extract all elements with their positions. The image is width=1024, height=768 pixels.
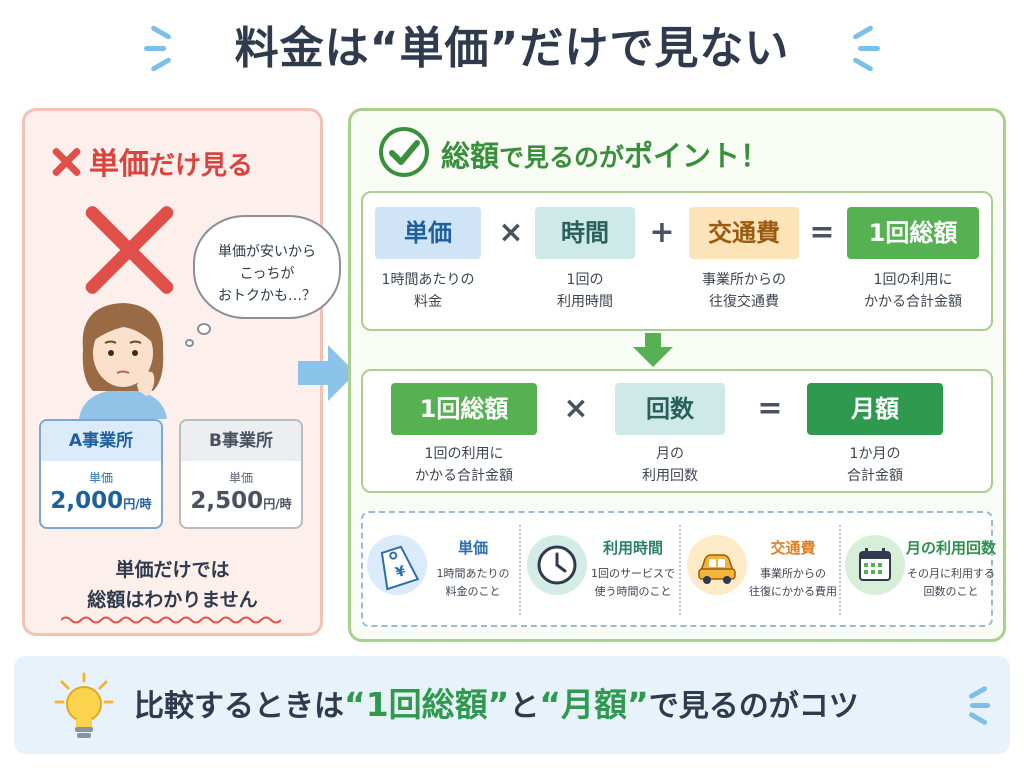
info-usage-time-desc: 1回のサービスで使う時間のこと xyxy=(591,567,675,598)
tip-banner: 比較するときは“1回総額”と“月額”で見るのがコツ xyxy=(14,656,1010,754)
monthly-desc: 1か月の合計金額 xyxy=(847,446,903,484)
monthly-formula: 1回総額 × 回数 = 月額 1回の利用にかかる合計金額 月の利用回数 1か月の… xyxy=(361,369,993,493)
info-unit-price-title: 単価 xyxy=(457,539,488,557)
info-monthly-count-title: 月の利用回数 xyxy=(905,539,996,557)
arrow-right-icon xyxy=(298,345,356,401)
info-monthly-count: 月の利用回数 その月に利用する回数のこと xyxy=(841,523,997,619)
bubble-line-2: こっちが xyxy=(239,266,295,282)
info-unit-price-desc: 1時間あたりの料金のこと xyxy=(436,567,510,598)
tip-text: 比較するときは“1回総額”と“月額”で見るのがコツ xyxy=(134,685,859,724)
facility-b-card: B事業所 単価 2,500円/時 xyxy=(179,419,303,529)
count-pill: 回数 xyxy=(615,383,725,435)
bubble-line-1: 単価が安いから xyxy=(218,244,316,260)
info-transport-title: 交通費 xyxy=(770,539,816,557)
arrow-down-icon xyxy=(633,333,673,367)
left-note-line-2: 総額はわかりません xyxy=(87,589,258,611)
left-note-line-1: 単価だけでは xyxy=(115,559,230,581)
info-usage-time-title: 利用時間 xyxy=(602,539,663,557)
facility-b-name: B事業所 xyxy=(181,421,301,461)
info-usage-time: 利用時間 1回のサービスで使う時間のこと xyxy=(523,523,679,619)
single-total-desc-2: 1回の利用にかかる合計金額 xyxy=(415,446,513,484)
calendar-icon xyxy=(845,535,905,595)
time-desc: 1回の利用時間 xyxy=(557,272,613,310)
unit-price-desc: 1時間あたりの料金 xyxy=(381,272,475,310)
left-panel-title: 単価だけ見る xyxy=(51,139,253,183)
facility-a-card: A事業所 単価 2,000円/時 xyxy=(39,419,163,529)
facility-a-name: A事業所 xyxy=(41,421,161,461)
equals-operator-2: = xyxy=(757,391,783,426)
thinking-woman-illustration xyxy=(79,303,167,419)
facility-b-price: 2,500円/時 xyxy=(190,488,292,514)
unit-price-only-panel: 単価だけ見る 単価が安いから こっちが おトクかも…？ A事業所 単価 2,00… xyxy=(22,108,341,636)
clock-icon xyxy=(527,535,587,595)
single-total-desc: 1回の利用にかかる合計金額 xyxy=(864,272,962,310)
facility-a-label: 単価 xyxy=(88,471,113,485)
right-panel-title: 総額で見るのがポイント！ xyxy=(441,139,770,173)
transport-desc: 事業所からの往復交通費 xyxy=(702,272,786,310)
multiply-operator-2: × xyxy=(563,391,589,426)
bubble-line-3: おトクかも…？ xyxy=(218,288,316,304)
single-total-pill: 1回総額 xyxy=(847,207,979,259)
plus-operator: + xyxy=(649,215,675,250)
unit-price-pill: 単価 xyxy=(375,207,481,259)
price-tag-icon: ¥ xyxy=(367,535,427,595)
big-cross-icon xyxy=(79,201,177,299)
cross-icon xyxy=(51,146,82,178)
lightbulb-icon xyxy=(54,672,114,738)
term-explanations: ¥ 単価 1時間あたりの料金のこと 利用時間 1回のサービスで使う時間のこと xyxy=(361,511,996,627)
wavy-underline xyxy=(61,616,281,624)
title-text: 料金は“単価”だけで見ない xyxy=(234,23,790,74)
transport-pill: 交通費 xyxy=(689,207,799,259)
count-desc: 月の利用回数 xyxy=(642,446,698,484)
multiply-operator: × xyxy=(498,215,524,250)
single-visit-formula: 単価 × 時間 + 交通費 = 1回総額 1時間あたりの料金 1回の利用時間 事… xyxy=(361,191,993,331)
info-monthly-count-desc: その月に利用する回数のこと xyxy=(907,567,995,598)
total-amount-panel: 総額で見るのがポイント！ 単価 × 時間 + 交通費 = 1回総額 1時間あたり… xyxy=(348,108,1006,642)
sparkle-banner-icon xyxy=(960,685,1000,726)
info-transport: 交通費 事業所からの往復にかかる費用 xyxy=(683,523,839,619)
monthly-pill: 月額 xyxy=(807,383,943,435)
single-total-pill-2: 1回総額 xyxy=(391,383,537,435)
thought-bubble: 単価が安いから こっちが おトクかも…？ xyxy=(185,215,341,347)
info-unit-price: ¥ 単価 1時間あたりの料金のこと xyxy=(363,523,519,619)
check-icon xyxy=(379,127,429,177)
equals-operator: = xyxy=(809,215,835,250)
left-note: 単価だけでは 総額はわかりません xyxy=(25,555,320,615)
page-title: 料金は“単価”だけで見ない xyxy=(0,16,1024,82)
facility-b-label: 単価 xyxy=(228,471,253,485)
info-transport-desc: 事業所からの往復にかかる費用 xyxy=(749,567,837,598)
facility-a-price: 2,000円/時 xyxy=(50,488,152,514)
car-icon xyxy=(687,535,747,595)
time-pill: 時間 xyxy=(535,207,635,259)
